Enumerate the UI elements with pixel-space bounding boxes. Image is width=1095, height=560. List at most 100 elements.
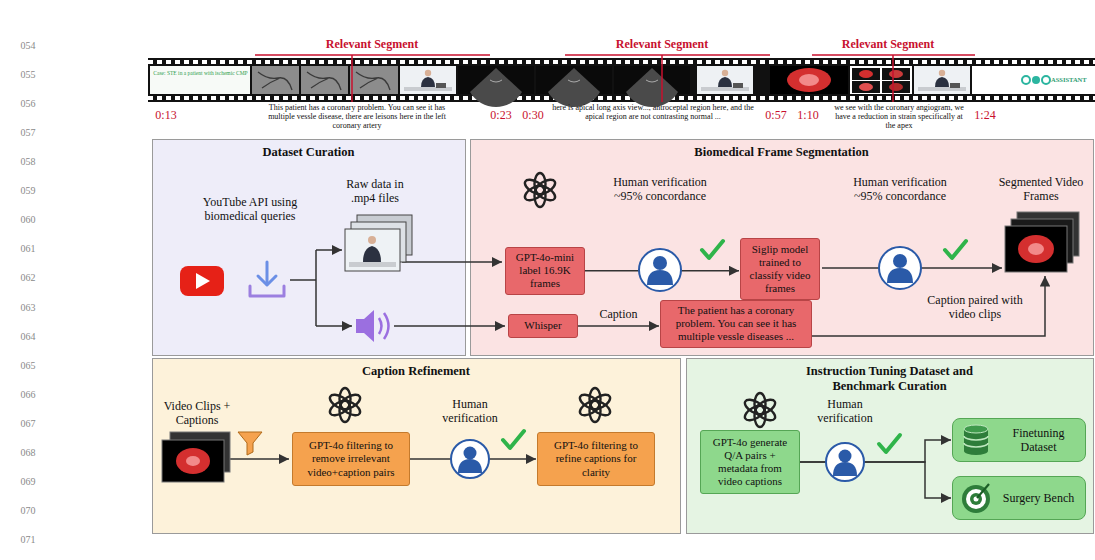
segment-heading: Relevant Segment [816,38,960,52]
film-strip [852,81,880,93]
film-strip [148,96,1095,100]
line-number: 061 [10,243,46,255]
flow-arrow [226,458,289,460]
film-strip [548,68,600,107]
box-text: Whisper [524,319,561,332]
box-text: GPT-4o-mini label 16.9K frames [511,251,579,291]
film-strip [859,70,873,78]
openai-logo [743,397,768,418]
youtube-logo [180,266,224,296]
box-text: GPT-4o generate Q/A pairs + metadata fro… [706,436,794,489]
human-icon [451,440,489,478]
stage-panel: Dataset Curation [152,139,465,355]
openai-logo [328,388,363,422]
line-number: 058 [10,156,46,168]
line-number: 059 [10,185,46,197]
target-icon [977,484,989,498]
flow-connector [578,325,659,327]
timestamp: 0:30 [518,109,548,123]
panel-fill [687,359,1094,534]
edge-label: Caption [598,308,640,322]
film-strip [889,83,903,91]
segment-heading: Relevant Segment [590,38,734,52]
flow-arrow [402,261,502,263]
video-frames-icon [363,246,381,262]
process-box: GPT-4o filtering to remove irrelevant vi… [292,432,410,486]
segment-marker [255,55,975,102]
line-number: 071 [10,534,46,546]
database-icon [961,423,991,457]
human-icon [464,447,477,460]
film-strip [626,68,678,107]
video-clips-icon [176,448,210,474]
arrow-label: Caption paired with video clips [920,294,1030,322]
openai-logo [328,392,353,413]
panel-fill [153,140,466,356]
segmented-frames-icon [1018,235,1054,263]
film-strip [148,60,1095,64]
openai-logo [743,393,778,427]
step-label: YouTube API using biomedical queries [180,196,320,224]
step-label: Segmented Video Frames [993,176,1089,204]
check-mark [702,241,723,258]
box-text: The patient has a coronary problem. You … [666,304,806,344]
process-box: Siglip model trained to classify video f… [740,238,820,300]
box-text: Finetuning Dataset [997,426,1080,455]
human-icon [839,450,852,463]
video-clips-icon [162,432,230,482]
line-number: 066 [10,389,46,401]
speaker-icon [384,313,389,339]
line-number: 057 [10,127,46,139]
line-number: 054 [10,40,46,52]
film-strip [770,66,848,94]
film-strip [799,74,819,86]
step-label: Raw data in .mp4 files [337,178,413,206]
timestamp: 1:24 [970,109,1000,123]
openai-logo [523,173,558,207]
process-box: GPT-4o-mini label 16.9K frames [505,247,585,295]
flow-arrow [316,249,342,251]
database-icon [964,443,988,447]
line-number: 065 [10,360,46,372]
line-number: 067 [10,418,46,430]
target-icon [962,485,990,513]
film-strip [859,83,873,91]
output-box: Surgery Bench [952,476,1086,520]
database-icon [964,425,988,433]
segment-heading: Relevant Segment [300,38,444,52]
target-icon [961,481,991,515]
panel-title: Instruction Tuning Dataset and Benchmark… [780,364,1000,394]
verification-label: Human verification ~95% concordance [842,176,958,204]
human-icon [893,254,907,268]
flow-arrow [394,325,505,327]
segmented-frames-icon [1005,226,1067,272]
film-strip [1022,76,1030,84]
human-icon [833,462,857,476]
flow-connector [800,440,951,462]
download-icon [266,262,269,284]
process-box: Whisper [508,314,578,338]
film-strip [470,68,522,107]
line-number: 062 [10,272,46,284]
human-icon [639,249,681,291]
timestamp: 1:10 [793,109,823,123]
speaker-icon [356,310,374,342]
film-strip [882,81,910,93]
segment-marker [892,55,894,102]
video-frames-icon [368,236,376,244]
panel-fill [471,140,1094,356]
film-strip [697,66,753,94]
verification-label: Human verification ~95% concordance [602,176,718,204]
frame-text: Case: STE in a patient with ischemic CMP [153,70,248,76]
filter-icon [238,432,262,455]
verification-label: Human verification [435,398,505,426]
timestamp: 0:13 [150,109,182,123]
film-strip [252,66,299,94]
speaker-icon [379,318,382,334]
check-mark [503,431,524,448]
segment-marker [351,55,353,102]
human-icon [887,268,913,283]
segment-marker [565,54,770,56]
youtube-logo [180,266,224,296]
